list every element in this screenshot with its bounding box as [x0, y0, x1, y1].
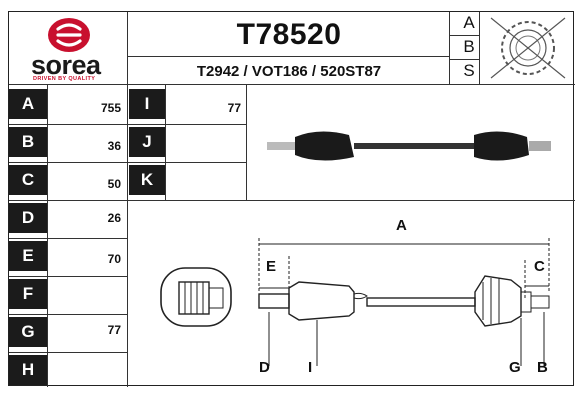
- dim-label-e: E: [266, 258, 277, 275]
- abs-letter-b: B: [463, 37, 475, 56]
- abs-left-divider: [449, 12, 450, 84]
- spec-label-g: G: [9, 317, 47, 347]
- abs-letter-a: A: [463, 13, 475, 32]
- cross-references: T2942 / VOT186 / 520ST87: [196, 63, 382, 80]
- row-line: [127, 162, 246, 163]
- spec-label-f: F: [9, 279, 47, 309]
- logo-tagline: DRIVEN BY QUALITY: [33, 76, 96, 82]
- sorea-logo: sorea DRIVEN BY QUALITY: [9, 12, 127, 84]
- logo-brand: sorea: [31, 50, 101, 80]
- spec-value-d: 26: [107, 211, 121, 225]
- spec-label-h: H: [9, 355, 47, 385]
- drive-shaft-photo: [267, 131, 551, 161]
- spec-label-e: E: [9, 241, 47, 271]
- part-number: T78520: [236, 18, 342, 51]
- row-line: [9, 238, 127, 239]
- header-bottom-line: [9, 84, 575, 85]
- row-line: [9, 352, 127, 353]
- left-column-divider: [127, 12, 128, 387]
- abs-divider-1: [449, 35, 479, 36]
- row-line: [9, 200, 127, 201]
- right-value-divider: [246, 84, 247, 200]
- title-divider: [127, 56, 449, 57]
- row-line: [9, 314, 127, 315]
- sorea-emblem-icon: [48, 18, 90, 52]
- right-label-divider: [165, 84, 166, 200]
- dim-label-a: A: [396, 217, 407, 234]
- spec-value-a: 755: [100, 101, 121, 115]
- spec-value-i: 77: [227, 101, 241, 115]
- row-line: [127, 124, 246, 125]
- spec-label-j: J: [129, 127, 165, 157]
- spec-value-e: 70: [107, 252, 121, 266]
- dim-label-g: G: [509, 359, 521, 376]
- spec-label-d: D: [9, 203, 47, 233]
- row-line: [9, 162, 127, 163]
- row-line: [9, 276, 127, 277]
- spec-label-k: K: [129, 165, 165, 195]
- spec-label-a: A: [9, 89, 47, 119]
- spec-label-i: I: [129, 89, 165, 119]
- dim-label-d: D: [259, 359, 270, 376]
- label-column-divider: [47, 84, 48, 387]
- spec-value-c: 50: [107, 177, 121, 191]
- spec-label-b: B: [9, 127, 47, 157]
- spec-value-b: 36: [107, 139, 121, 153]
- dim-label-c: C: [534, 258, 545, 275]
- no-abs-ring-icon: [490, 17, 566, 79]
- abs-divider-2: [449, 59, 479, 60]
- abs-letter-s: S: [463, 61, 475, 80]
- diagram-top-line: [127, 200, 575, 201]
- spec-value-g: 77: [107, 323, 121, 337]
- shaft-diagram: [160, 238, 550, 366]
- spec-label-c: C: [9, 165, 47, 195]
- abs-right-divider: [479, 12, 480, 84]
- row-line: [9, 124, 127, 125]
- dim-label-i: I: [308, 359, 313, 376]
- spec-sheet: sorea DRIVEN BY QUALITY T78520 T2942 / V…: [8, 11, 575, 387]
- dim-label-b: B: [537, 359, 548, 376]
